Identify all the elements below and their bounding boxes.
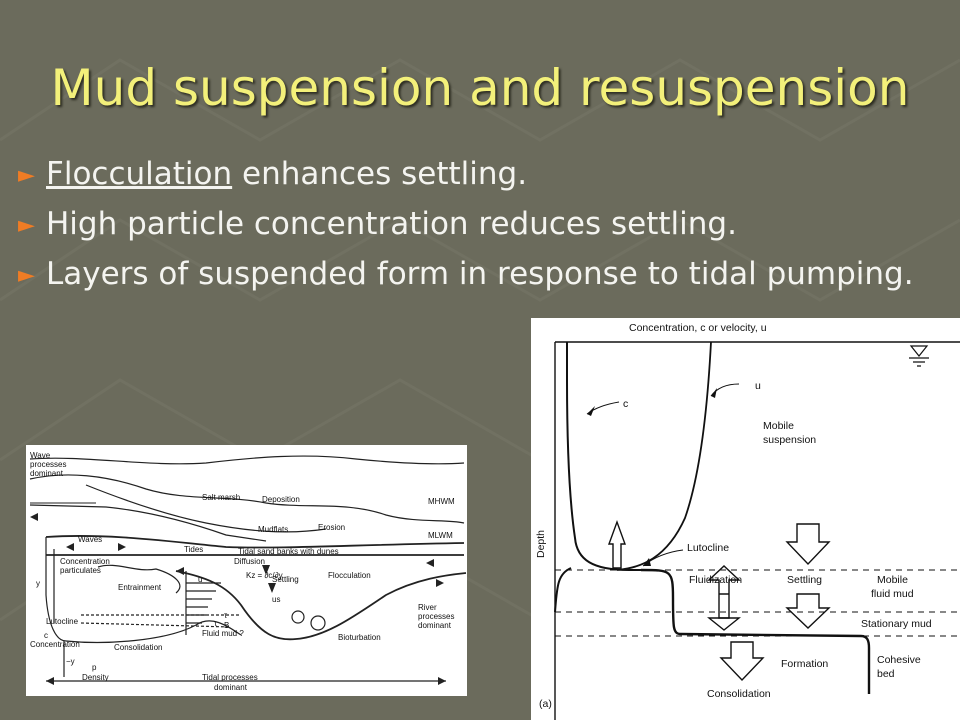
bullet-list: ► Flocculation enhances settling. ► High… <box>18 158 918 308</box>
bullet-text: Flocculation enhances settling. <box>46 156 528 192</box>
bullet-keyword: Flocculation <box>46 156 233 192</box>
bullet-item: ► Flocculation enhances settling. <box>18 158 918 192</box>
bullet-arrow-icon: ► <box>18 263 35 288</box>
concentration-profile-diagram: Concentration, c or velocity, u Depth c … <box>531 318 960 720</box>
profile-diagram-drawing <box>554 341 960 720</box>
bullet-arrow-icon: ► <box>18 163 35 188</box>
estuary-sediment-diagram: Wave processes dominant Salt marsh Depos… <box>26 445 467 696</box>
estuary-diagram-drawing <box>29 455 467 685</box>
bullet-arrow-icon: ► <box>18 213 35 238</box>
bullet-text: Layers of suspended form in response to … <box>46 256 914 292</box>
slide-title: Mud suspension and resuspension <box>50 59 910 117</box>
bullet-item: ► High particle concentration reduces se… <box>18 208 918 242</box>
bullet-item: ► Layers of suspended form in response t… <box>18 258 918 292</box>
bullet-text: High particle concentration reduces sett… <box>46 206 737 242</box>
